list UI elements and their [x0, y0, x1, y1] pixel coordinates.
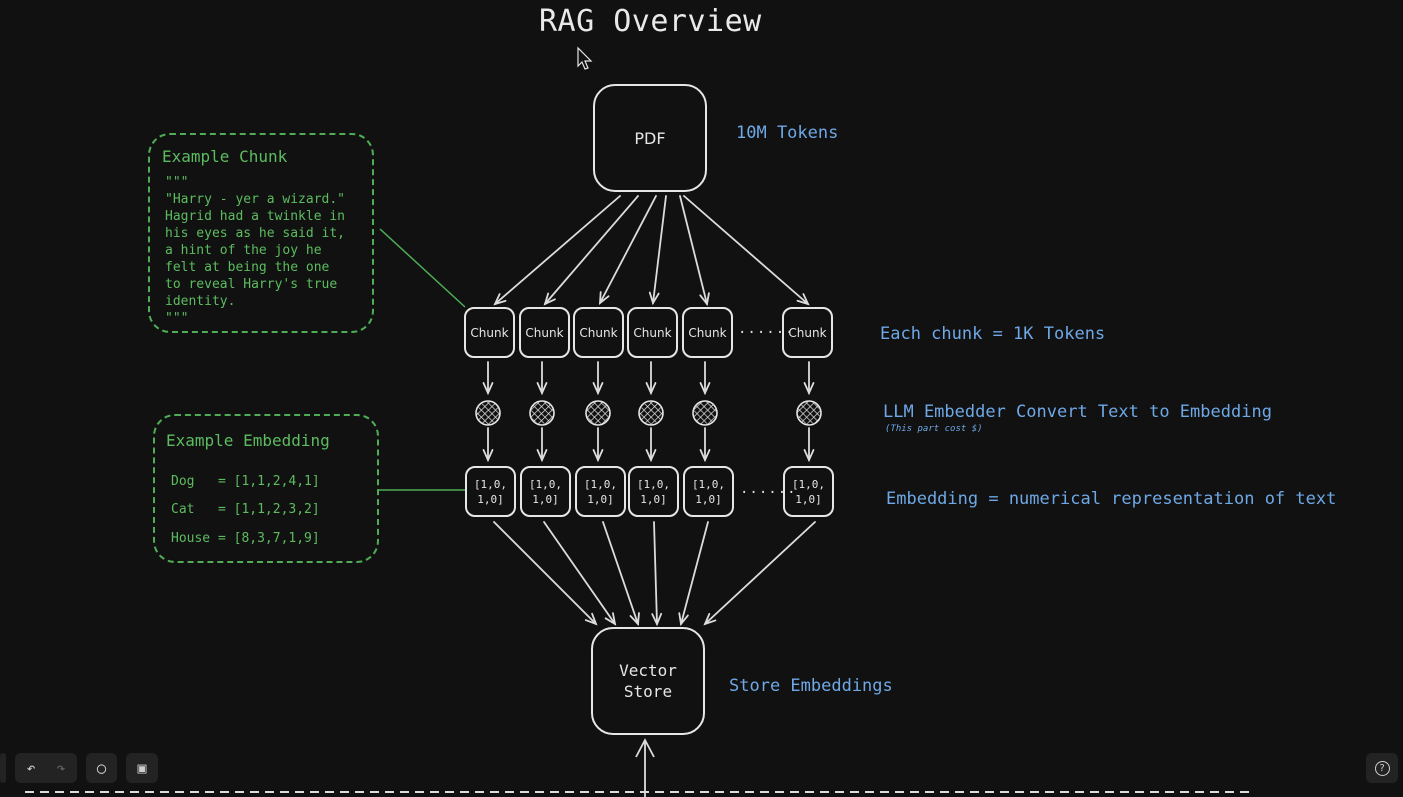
embedding-to-store-arrow [678, 521, 709, 627]
example-embedding-row: House = [8,3,7,1,9] [171, 531, 320, 546]
embedder-icon [692, 400, 718, 426]
undo-icon[interactable]: ↶ [26, 759, 36, 777]
embedder-icon [475, 400, 501, 426]
pdf-tokens-label: 10M Tokens [736, 123, 839, 143]
pdf-to-chunk-arrow [598, 195, 657, 305]
example-embedding-title: Example Embedding [166, 431, 330, 450]
chunk-node[interactable]: Chunk [682, 307, 733, 358]
pdf-to-chunk-arrow [493, 195, 621, 306]
embedding-to-store-arrow [493, 521, 598, 626]
help-button[interactable]: ? [1366, 753, 1398, 783]
pdf-to-chunk-arrow [648, 195, 667, 306]
example-embedding-box[interactable] [153, 414, 379, 563]
pdf-to-chunk-arrow [683, 195, 810, 306]
undo-redo-group: ↶ ↷ [15, 753, 77, 783]
chunk-size-label: Each chunk = 1K Tokens [880, 324, 1106, 344]
chunk-to-embedder-arrow [482, 361, 494, 396]
embedding-node[interactable]: [1,0, 1,0] [783, 466, 834, 517]
query-arrow [635, 738, 655, 797]
feedback-icon: ▣ [137, 759, 147, 777]
embedding-node[interactable]: [1,0, 1,0] [465, 466, 516, 517]
comment-icon: ◯ [96, 759, 107, 777]
chunk-connector-line [379, 228, 466, 308]
embedding-to-store-arrow [602, 521, 640, 627]
embedder-label: LLM Embedder Convert Text to Embedding [883, 402, 1272, 422]
example-embedding-row: Dog = [1,1,2,4,1] [171, 474, 320, 489]
pdf-to-chunk-arrow [679, 195, 710, 307]
vector-store-node[interactable]: Vector Store [591, 627, 705, 735]
chunk-node[interactable]: Chunk [573, 307, 624, 358]
redo-icon[interactable]: ↷ [56, 759, 66, 777]
embedding-to-store-arrow [543, 521, 617, 626]
help-icon: ? [1374, 760, 1390, 776]
pdf-node[interactable]: PDF [593, 84, 707, 192]
embedding-node[interactable]: [1,0, 1,0] [628, 466, 679, 517]
embedding-to-store-arrow [703, 521, 816, 626]
embedder-to-embedding-arrow [592, 427, 604, 463]
toolbar-edge[interactable] [0, 753, 6, 783]
chunk-node[interactable]: Chunk [627, 307, 678, 358]
chunk-to-embedder-arrow [645, 361, 657, 396]
embedding-node[interactable]: [1,0, 1,0] [520, 466, 571, 517]
embedder-icon [585, 400, 611, 426]
embedding-node[interactable]: [1,0, 1,0] [683, 466, 734, 517]
comment-button[interactable]: ◯ [86, 753, 117, 783]
example-chunk-text: """ "Harry - yer a wizard." Hagrid had a… [165, 175, 346, 326]
chunk-to-embedder-arrow [592, 361, 604, 396]
example-embedding-row: Cat = [1,1,2,3,2] [171, 502, 320, 517]
cursor-icon [577, 46, 593, 70]
embedder-cost-note: (This part cost $) [885, 424, 983, 434]
chunk-node[interactable]: Chunk [464, 307, 515, 358]
embedder-to-embedding-arrow [536, 427, 548, 463]
chunk-to-embedder-arrow [536, 361, 548, 396]
embedding-ellipsis: ...... [740, 481, 797, 497]
pdf-to-chunk-arrow [543, 195, 639, 306]
embedder-to-embedding-arrow [645, 427, 657, 463]
example-chunk-box[interactable] [148, 133, 374, 333]
embedder-to-embedding-arrow [699, 427, 711, 463]
store-embeddings-label: Store Embeddings [729, 676, 893, 696]
chunk-ellipsis: ...... [738, 321, 795, 337]
embedding-node[interactable]: [1,0, 1,0] [575, 466, 626, 517]
chunk-to-embedder-arrow [803, 361, 815, 396]
embedder-to-embedding-arrow [803, 427, 815, 463]
embedder-icon [796, 400, 822, 426]
embedder-icon [638, 400, 664, 426]
example-chunk-title: Example Chunk [162, 147, 288, 166]
chunk-to-embedder-arrow [699, 361, 711, 396]
embedding-definition-label: Embedding = numerical representation of … [886, 489, 1337, 509]
page-title: RAG Overview [539, 4, 762, 39]
chunk-node[interactable]: Chunk [782, 307, 833, 358]
feedback-button[interactable]: ▣ [126, 753, 158, 783]
embedder-icon [529, 400, 555, 426]
embedder-to-embedding-arrow [482, 427, 494, 463]
embedding-to-store-arrow [651, 521, 663, 627]
chunk-node[interactable]: Chunk [519, 307, 570, 358]
